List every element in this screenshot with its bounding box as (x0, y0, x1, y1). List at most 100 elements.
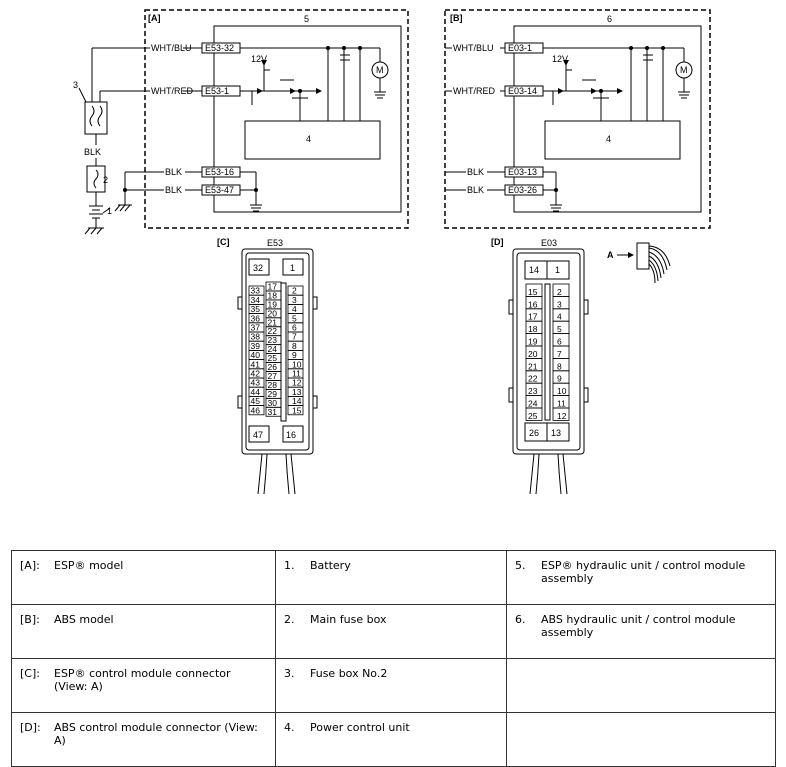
d-pin-1: 1 (555, 265, 560, 275)
c-left-pin: 37 (251, 323, 261, 333)
power-control-unit-number: 4 (306, 134, 311, 144)
c-right-pin: 7 (292, 332, 297, 342)
c-left-pin: 33 (251, 286, 261, 296)
c-mid-pin: 29 (268, 389, 278, 399)
c-right-pin: 9 (292, 350, 297, 360)
legend-text: ESP® control module connector (View: A) (54, 667, 231, 693)
connector-c-name: E53 (267, 238, 283, 248)
legend-key: [C]: (20, 667, 40, 680)
c-mid-pin: 24 (268, 344, 278, 354)
panel-b-tag: [B] (450, 13, 463, 23)
callout-3: 3 (73, 80, 78, 90)
connector-d-name: E03 (541, 238, 557, 248)
c-mid-pin: 23 (268, 335, 278, 345)
legend-cell: 2.Main fuse box (275, 604, 507, 659)
wire-wht-red-a: WHT/RED (151, 86, 193, 96)
d-right-pin: 4 (557, 312, 562, 322)
c-pin-16: 16 (286, 430, 296, 440)
wire-wht-blu-b: WHT/BLU (453, 43, 494, 53)
legend-cell: 5.ESP® hydraulic unit / control module a… (506, 550, 776, 605)
legend-key: 3. (284, 667, 295, 680)
c-mid-pin: 21 (268, 317, 278, 327)
legend-row: [C]: ESP® control module connector (View:… (11, 658, 776, 713)
c-pin-32: 32 (253, 263, 263, 273)
c-left-pin: 45 (251, 396, 261, 406)
c-mid-pin: 17 (268, 281, 278, 291)
legend-cell: 3. Fuse box No.2 (275, 658, 507, 713)
legend-text: Fuse box No.2 (310, 667, 388, 680)
c-mid-pin: 27 (268, 371, 278, 381)
d-right-pin: 3 (557, 299, 562, 309)
c-left-pin: 34 (251, 295, 261, 305)
wiring-diagram: [A] 5 4 E53-32 E53-1 E53-16 E53-47 (73, 9, 711, 495)
legend-cell: [C]: ESP® control module connector (View:… (11, 658, 276, 713)
d-left-pin: 22 (528, 374, 538, 384)
hydraulic-unit-number: 5 (304, 14, 309, 24)
panel-b-abs-model: [B] 6 4 E03-1 E03-14 E03-13 E03-26 (444, 9, 711, 229)
d-right-pin: 7 (557, 349, 562, 359)
terminal-e03-26: E03-26 (508, 185, 537, 195)
c-right-pin: 11 (292, 369, 301, 379)
d-left-cell (525, 407, 543, 421)
c-mid-pin: 20 (268, 308, 278, 318)
wire-wht-blu-a: WHT/BLU (151, 43, 192, 53)
d-left-pin: 20 (528, 349, 538, 359)
c-pin-1: 1 (290, 263, 295, 273)
legend-cell: [B]: ABS model (11, 604, 276, 659)
c-right-pin: 8 (292, 341, 297, 351)
c-left-pin: 40 (251, 350, 261, 360)
terminal-e53-47: E53-47 (205, 185, 234, 195)
d-left-pin: 16 (528, 299, 538, 309)
d-right-pin: 10 (557, 386, 567, 396)
c-left-pin: 43 (251, 378, 261, 388)
legend-text: ABS control module connector (View: A) (54, 721, 258, 747)
c-mid-pin: 30 (268, 398, 278, 408)
d-left-pin: 18 (528, 324, 538, 334)
legend-cell: 6.ABS hydraulic unit / control module as… (506, 604, 776, 659)
legend-text: ABS model (54, 613, 114, 626)
legend-text: ESP® model (54, 559, 124, 572)
d-pin-14: 14 (529, 265, 539, 275)
wire-blk-fuse: BLK (84, 147, 101, 157)
c-right-pin: 3 (292, 295, 297, 305)
panel-a-esp-model: [A] 5 4 E53-32 E53-1 E53-16 E53-47 (91, 9, 409, 229)
c-right-pin: 4 (292, 304, 297, 314)
d-right-pin: 11 (557, 399, 566, 409)
legend-key: 2. (284, 613, 295, 626)
legend-text: Battery (310, 559, 351, 572)
d-left-pin: 24 (528, 399, 538, 409)
c-mid-pin: 19 (268, 299, 278, 309)
c-mid-cell (265, 406, 282, 417)
d-pin-26: 26 (529, 428, 539, 438)
legend-key: [B]: (20, 613, 40, 626)
legend-text: Power control unit (310, 721, 410, 734)
power-control-unit-b-number: 4 (606, 134, 611, 144)
motor-a-label: M (376, 65, 384, 75)
terminal-e03-13: E03-13 (508, 167, 537, 177)
c-left-pin: 38 (251, 332, 261, 342)
c-left-cell (248, 405, 265, 416)
d-left-pin: 21 (528, 361, 538, 371)
c-left-pin: 41 (251, 359, 261, 369)
callout-2: 2 (103, 175, 108, 185)
d-right-pin: 5 (557, 324, 562, 334)
wire-blk-b2: BLK (467, 185, 484, 195)
d-left-pin: 25 (528, 411, 538, 421)
d-right-pin: 12 (557, 411, 567, 421)
legend-key: 6. (515, 613, 526, 626)
c-right-pin: 10 (292, 359, 302, 369)
c-left-pin: 36 (251, 313, 261, 323)
c-right-pin: 2 (292, 286, 297, 296)
wire-wht-red-b: WHT/RED (453, 86, 495, 96)
connector-d-tag: [D] (491, 237, 504, 247)
abs-unit-number: 6 (607, 14, 612, 24)
c-mid-pin: 22 (268, 326, 278, 336)
wire-blk-b1: BLK (467, 167, 484, 177)
c-right-pin: 5 (292, 313, 297, 323)
d-left-pin: 19 (528, 337, 538, 347)
